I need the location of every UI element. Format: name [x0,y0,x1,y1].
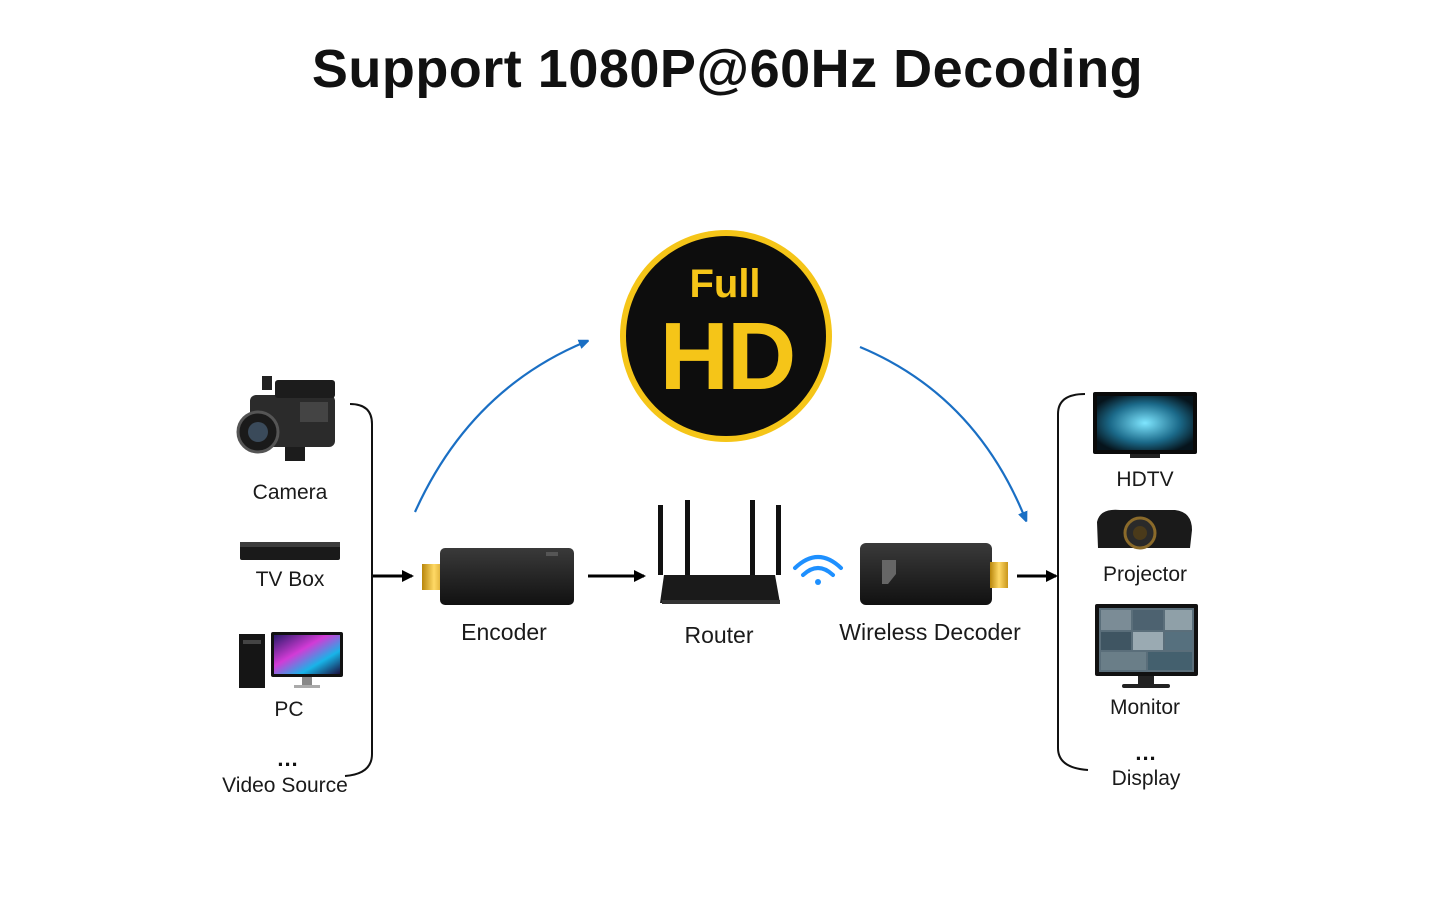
tv-box-icon [240,542,340,560]
badge-full-label: Full [689,262,761,306]
full-hd-badge-icon [620,230,832,442]
source-label-pc: PC [274,698,304,721]
wireless-decoder-label: Wireless Decoder [839,619,1021,645]
hdtv-icon [1093,392,1197,458]
display-label-projector: Projector [1102,563,1188,586]
encoder-device-icon [422,548,574,605]
source-group-label: Video Source [222,774,348,797]
router-icon [658,500,781,604]
source-more-ellipsis: ... [277,746,299,771]
source-label-tv-box: TV Box [255,568,325,591]
desktop-pc-icon [239,632,343,688]
projector-icon [1097,509,1192,550]
display-more-ellipsis: ... [1135,740,1157,765]
encoder-label: Encoder [461,619,547,645]
wireless-decoder-device-icon [860,543,1008,605]
arc-arrow-up [413,342,585,513]
monitor-icon [1095,604,1198,688]
display-bracket [1057,393,1089,771]
wifi-icon [793,555,843,585]
arc-arrow-down [859,345,1025,518]
page-title: Support 1080P@60Hz Decoding [311,39,1144,99]
router-label: Router [684,622,754,648]
source-bracket [344,403,373,777]
camcorder-icon [236,376,335,461]
source-label-camera: Camera [252,481,328,504]
display-label-hdtv: HDTV [1116,468,1174,491]
display-label-monitor: Monitor [1109,696,1181,719]
display-group-label: Display [1111,767,1181,790]
badge-hd-label: HD [659,303,797,410]
